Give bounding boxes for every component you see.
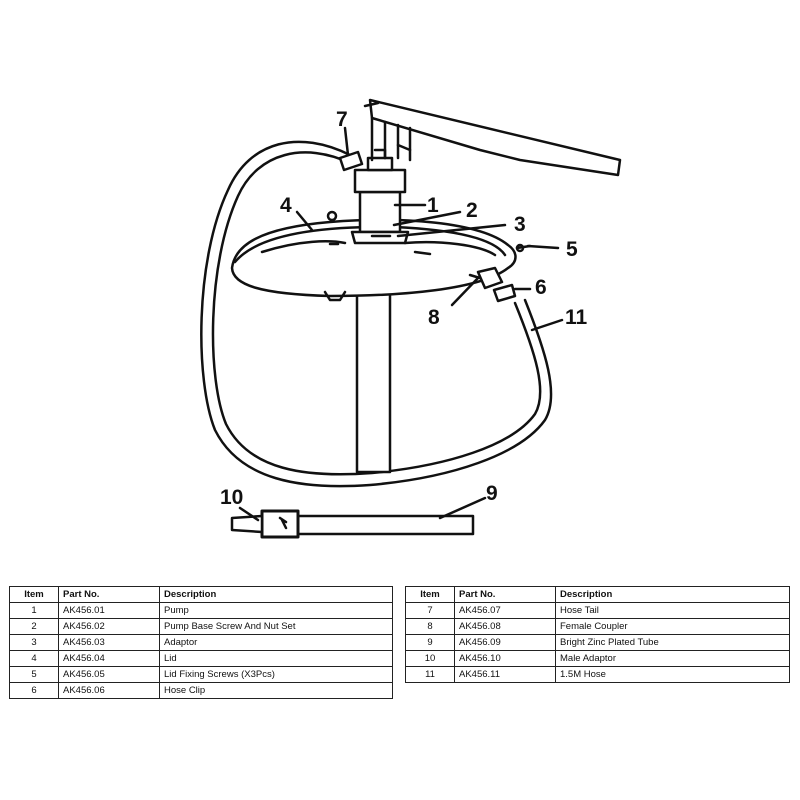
callout-3: 3 bbox=[514, 213, 526, 236]
callout-10: 10 bbox=[220, 486, 243, 509]
table-row: 8 AK456.08 Female Coupler bbox=[405, 618, 790, 635]
cell-item: 5 bbox=[9, 666, 59, 683]
cell-item: 11 bbox=[405, 666, 455, 683]
cell-description: Female Coupler bbox=[555, 618, 790, 635]
cell-description: Adaptor bbox=[159, 634, 393, 651]
table-row: 4 AK456.04 Lid bbox=[9, 650, 393, 667]
callout-7: 7 bbox=[336, 108, 348, 131]
cell-description: Pump Base Screw And Nut Set bbox=[159, 618, 393, 635]
table-row: 10 AK456.10 Male Adaptor bbox=[405, 650, 790, 667]
column-header-item: Item bbox=[405, 586, 455, 603]
cell-description: Lid bbox=[159, 650, 393, 667]
zinc-plated-tube bbox=[296, 514, 475, 536]
cell-part-no: AK456.08 bbox=[454, 618, 556, 635]
column-header-description: Description bbox=[555, 586, 790, 603]
callout-5: 5 bbox=[566, 238, 578, 261]
callout-11: 11 bbox=[565, 306, 588, 329]
table-header-row: Item Part No. Description bbox=[9, 586, 393, 603]
cell-part-no: AK456.01 bbox=[58, 602, 160, 619]
column-header-item: Item bbox=[9, 586, 59, 603]
column-header-part-no: Part No. bbox=[454, 586, 556, 603]
cell-part-no: AK456.02 bbox=[58, 618, 160, 635]
cell-description: Hose Tail bbox=[555, 602, 790, 619]
cell-item: 3 bbox=[9, 634, 59, 651]
cell-item: 2 bbox=[9, 618, 59, 635]
table-row: 1 AK456.01 Pump bbox=[9, 602, 393, 619]
table-row: 11 AK456.11 1.5M Hose bbox=[405, 666, 790, 683]
cell-item: 7 bbox=[405, 602, 455, 619]
cell-part-no: AK456.07 bbox=[454, 602, 556, 619]
cell-part-no: AK456.04 bbox=[58, 650, 160, 667]
table-row: 9 AK456.09 Bright Zinc Plated Tube bbox=[405, 634, 790, 651]
cell-part-no: AK456.10 bbox=[454, 650, 556, 667]
callout-4: 4 bbox=[280, 194, 292, 217]
pump-handle bbox=[363, 98, 622, 177]
suction-tube bbox=[355, 288, 392, 474]
cell-item: 9 bbox=[405, 634, 455, 651]
hose-tail bbox=[338, 150, 364, 172]
table-row: 6 AK456.06 Hose Clip bbox=[9, 682, 393, 699]
cell-description: Bright Zinc Plated Tube bbox=[555, 634, 790, 651]
cell-part-no: AK456.09 bbox=[454, 634, 556, 651]
table-header-row: Item Part No. Description bbox=[405, 586, 790, 603]
cell-item: 6 bbox=[9, 682, 59, 699]
callout-9: 9 bbox=[486, 482, 498, 505]
parts-table-right: Item Part No. Description 7 AK456.07 Hos… bbox=[405, 586, 790, 683]
callout-labels: 1 2 3 4 5 6 7 8 9 10 11 bbox=[220, 108, 588, 509]
leader-lines bbox=[238, 126, 564, 522]
hose-clip bbox=[492, 283, 517, 303]
cell-description: Lid Fixing Screws (X3Pcs) bbox=[159, 666, 393, 683]
table-row: 5 AK456.05 Lid Fixing Screws (X3Pcs) bbox=[9, 666, 393, 683]
cell-description: Male Adaptor bbox=[555, 650, 790, 667]
callout-1: 1 bbox=[427, 194, 439, 217]
table-row: 3 AK456.03 Adaptor bbox=[9, 634, 393, 651]
cell-item: 1 bbox=[9, 602, 59, 619]
pump-diagram: 1 2 3 4 5 6 7 8 9 10 11 bbox=[200, 98, 622, 539]
callout-6: 6 bbox=[535, 276, 547, 299]
column-header-part-no: Part No. bbox=[58, 586, 160, 603]
cell-description: Hose Clip bbox=[159, 682, 393, 699]
cell-part-no: AK456.05 bbox=[58, 666, 160, 683]
parts-table-left: Item Part No. Description 1 AK456.01 Pum… bbox=[9, 586, 393, 699]
cell-part-no: AK456.11 bbox=[454, 666, 556, 683]
hose bbox=[200, 140, 553, 488]
table-row: 2 AK456.02 Pump Base Screw And Nut Set bbox=[9, 618, 393, 635]
column-header-description: Description bbox=[159, 586, 393, 603]
callout-2: 2 bbox=[466, 199, 478, 222]
cell-part-no: AK456.03 bbox=[58, 634, 160, 651]
callout-8: 8 bbox=[428, 306, 440, 329]
pump-body bbox=[350, 148, 410, 245]
cell-item: 10 bbox=[405, 650, 455, 667]
cell-part-no: AK456.06 bbox=[58, 682, 160, 699]
cell-item: 4 bbox=[9, 650, 59, 667]
table-row: 7 AK456.07 Hose Tail bbox=[405, 602, 790, 619]
male-adaptor bbox=[230, 509, 300, 539]
cell-item: 8 bbox=[405, 618, 455, 635]
cell-description: 1.5M Hose bbox=[555, 666, 790, 683]
cell-description: Pump bbox=[159, 602, 393, 619]
